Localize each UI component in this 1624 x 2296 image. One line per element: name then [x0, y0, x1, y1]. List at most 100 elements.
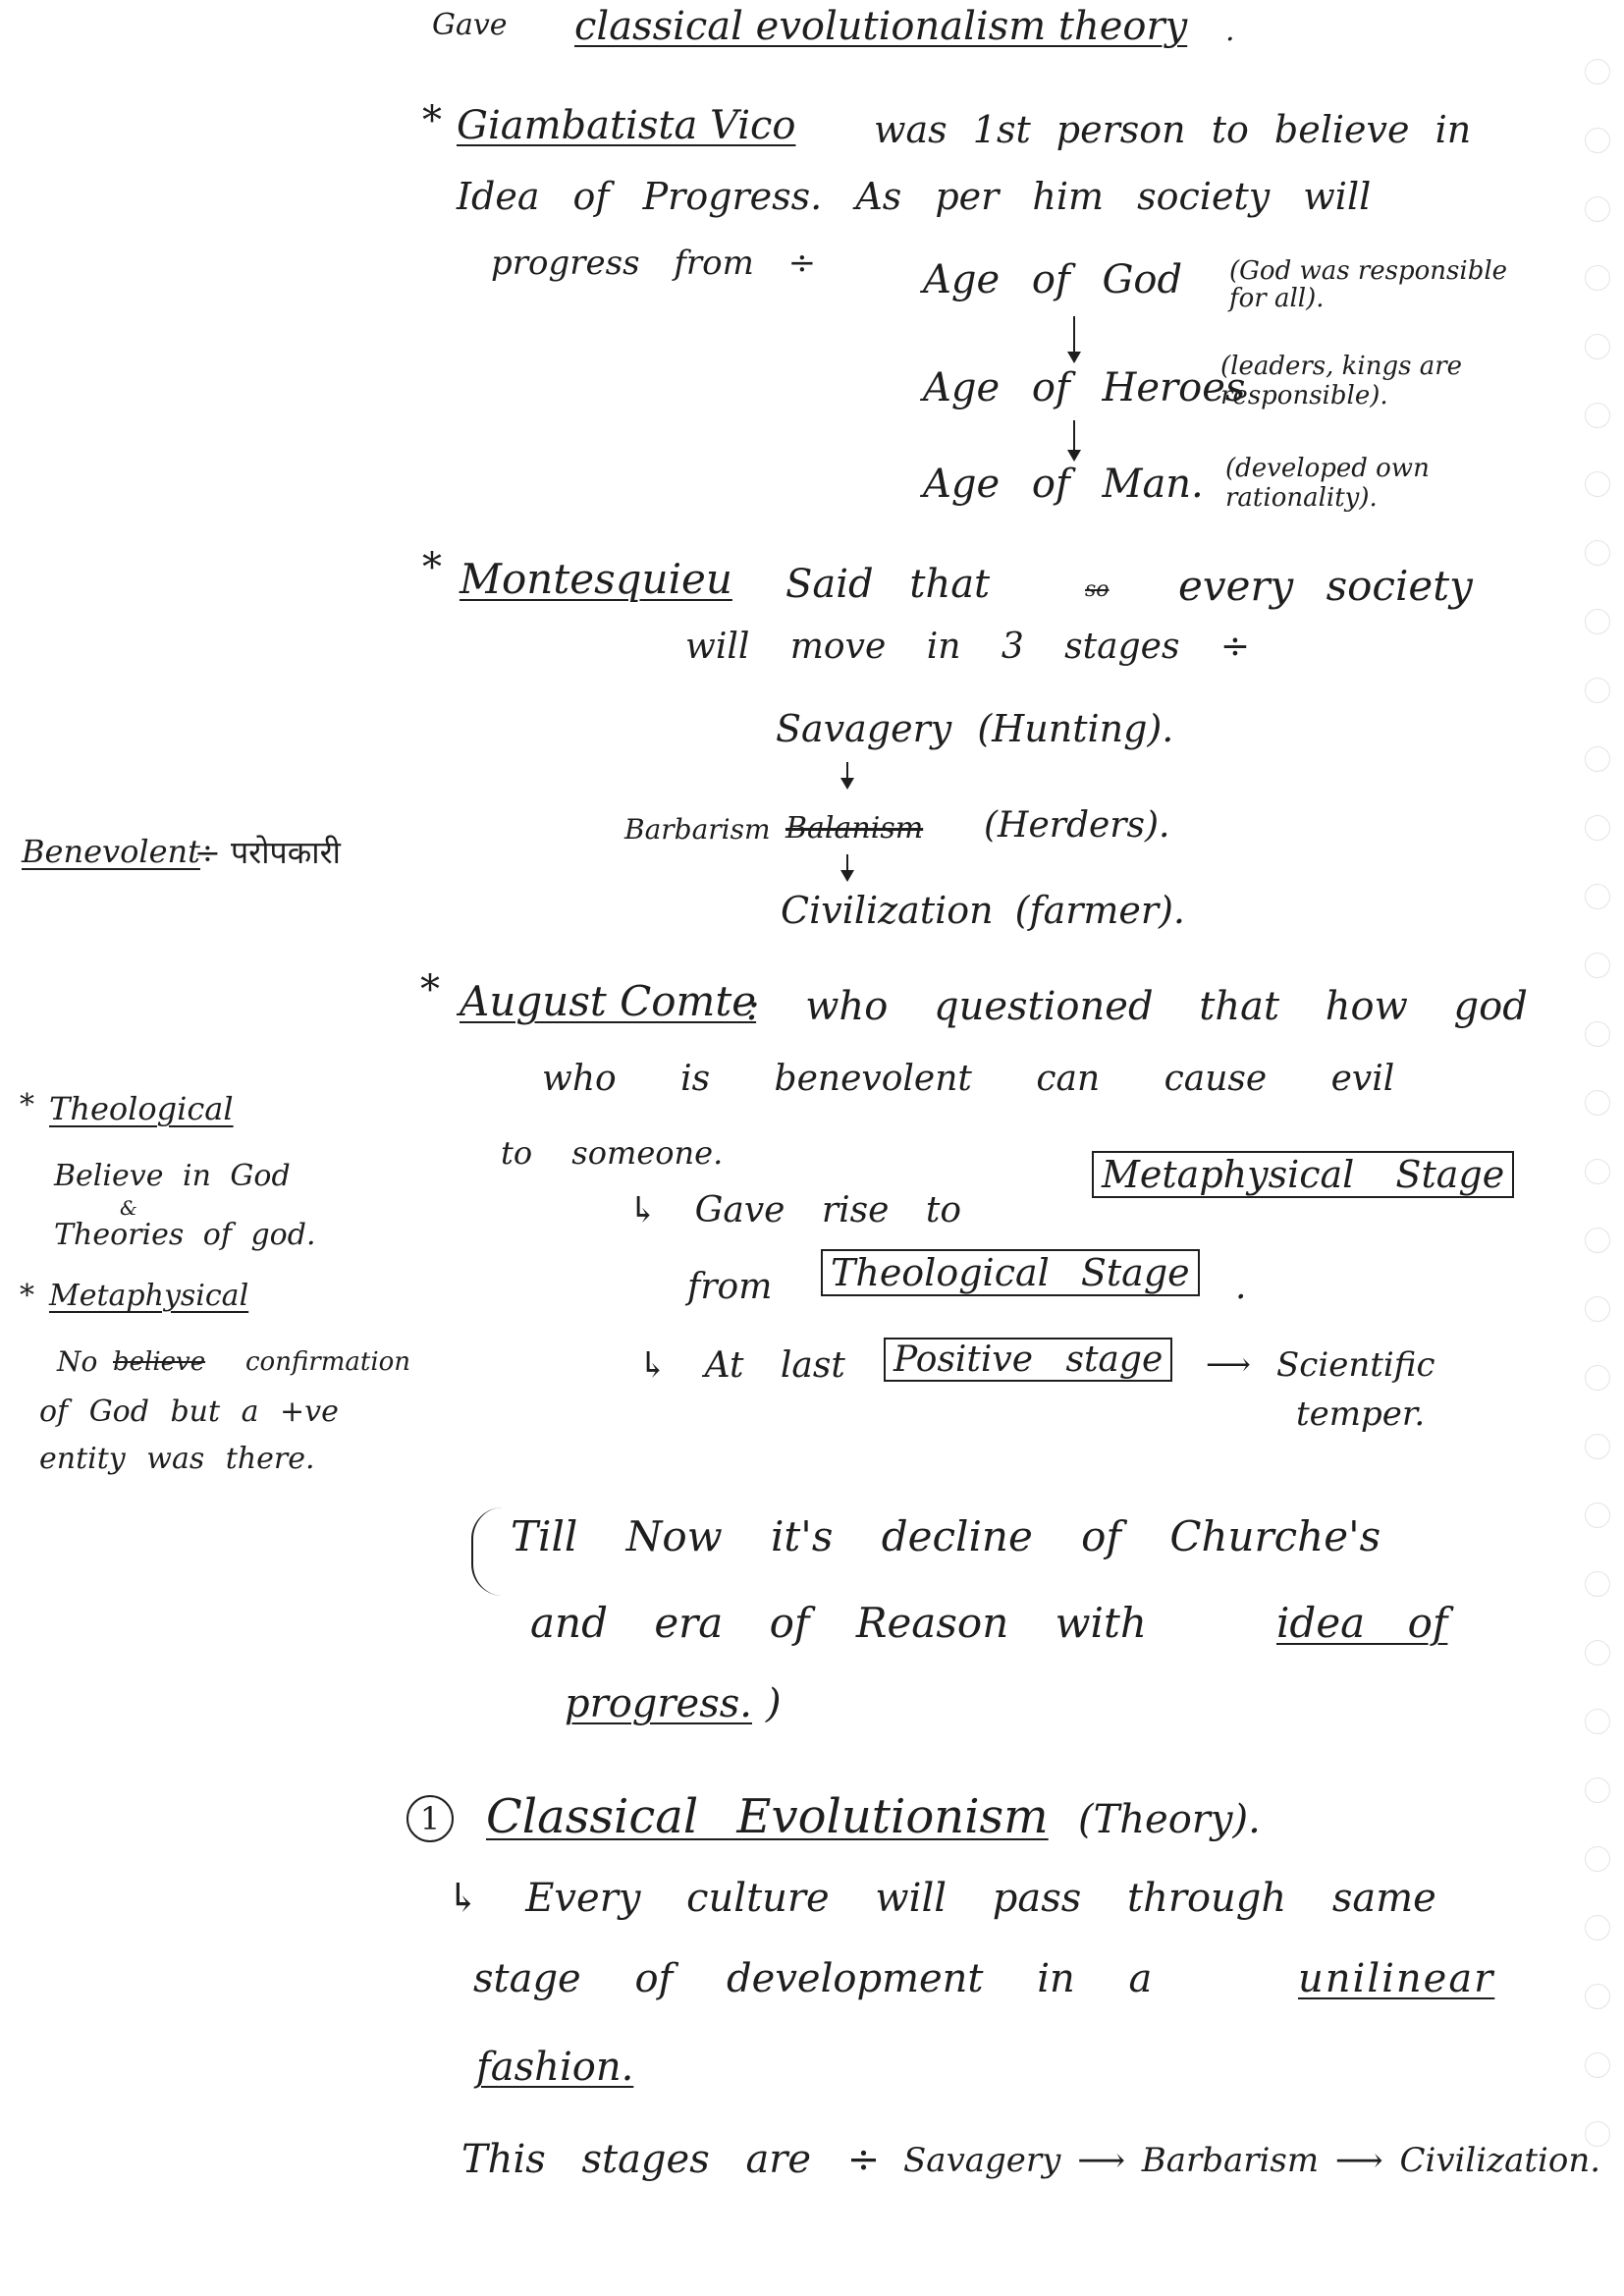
comte-line-2: who is benevolent can cause evil	[542, 1059, 1395, 1099]
bullet-star: *	[20, 1088, 34, 1122]
stage-savagery: Savagery (Hunting).	[776, 707, 1174, 750]
binder-hole	[1585, 196, 1610, 222]
age-of-god: Age of God	[923, 257, 1183, 302]
theological-stage-box: Theological Stage	[821, 1249, 1200, 1296]
binder-hole	[1585, 609, 1610, 634]
stage-civilization: Civilization (farmer).	[781, 889, 1185, 932]
bullet-star: *	[20, 1279, 34, 1313]
bullet-star: *	[420, 967, 440, 1012]
section-line-3: fashion.	[476, 2045, 634, 2090]
open-bracket	[471, 1507, 503, 1596]
arrow-down-icon	[840, 762, 854, 790]
margin-theories: Theories of god.	[54, 1218, 316, 1252]
section-line-1: ↳ Every culture will pass through same	[447, 1876, 1436, 1921]
binder-hole	[1585, 2121, 1610, 2147]
comte-line-1: : who questioned that how god	[746, 984, 1528, 1029]
section-number: 1	[406, 1795, 454, 1842]
margin-metaphysical: Metaphysical	[49, 1279, 249, 1313]
stage-barbarism-note: (Herders).	[984, 805, 1170, 846]
margin-benevolent: Benevolent	[22, 833, 200, 870]
binder-hole	[1585, 1365, 1610, 1391]
arrow-right-icon: ⟶	[1206, 1345, 1251, 1383]
age-of-god-note: (God was responsible for all).	[1229, 256, 1508, 313]
binder-hole	[1585, 1640, 1610, 1666]
stages-sequence: Savagery ⟶ Barbarism ⟶ Civilization.	[903, 2141, 1601, 2180]
comte-gave-rise: ↳ Gave rise to	[628, 1190, 961, 1230]
montesquieu-society: every society	[1178, 562, 1473, 610]
section-theory: (Theory).	[1078, 1797, 1261, 1842]
margin-confirmation: confirmation	[245, 1347, 411, 1377]
note-line-2: and era of Reason with	[530, 1599, 1147, 1647]
vico-line-3: progress from ÷	[491, 244, 817, 283]
binder-hole	[1585, 1571, 1610, 1597]
struck-word: so	[1085, 577, 1110, 602]
binder-hole	[1585, 265, 1610, 291]
comte-name: August Comte	[460, 977, 757, 1025]
margin-ampersand: &	[120, 1196, 137, 1220]
binder-hole	[1585, 1159, 1610, 1184]
arrow-down-icon	[1067, 316, 1081, 363]
age-of-heroes-note: (leaders, kings are responsible).	[1220, 352, 1463, 410]
section-line-2: stage of development in a	[473, 1956, 1153, 2001]
stage-barbarism: Barbarism	[624, 813, 771, 846]
binder-hole	[1585, 1503, 1610, 1528]
page-heading: classical evolutionalism theory	[574, 4, 1188, 49]
positive-stage-box: Positive stage	[884, 1338, 1173, 1382]
bullet-star: *	[422, 545, 442, 590]
binder-hole	[1585, 540, 1610, 566]
unilinear-word: unilinear	[1298, 1956, 1495, 2001]
binder-hole	[1585, 471, 1610, 497]
comte-at-last: ↳ At last	[638, 1345, 845, 1386]
close-paren: )	[766, 1681, 782, 1726]
margin-benevolent-hindi: ÷ परोपकारी	[194, 834, 341, 871]
binder-hole	[1585, 128, 1610, 153]
age-of-man: Age of Man.	[923, 462, 1204, 507]
binder-hole	[1585, 1228, 1610, 1253]
note-line-3: progress.	[565, 1681, 752, 1726]
age-of-heroes: Age of Heroes	[923, 365, 1246, 410]
binder-hole	[1585, 1709, 1610, 1734]
binder-hole	[1585, 1915, 1610, 1941]
binder-hole	[1585, 1090, 1610, 1116]
margin-no: No	[57, 1345, 98, 1378]
struck-word: Balanism	[785, 811, 924, 846]
montesquieu-line-2: will move in 3 stages ÷	[685, 627, 1251, 667]
binder-hole	[1585, 1846, 1610, 1872]
note-line-1: Till Now it's decline of Churche's	[511, 1512, 1381, 1560]
heading-dot: .	[1225, 14, 1235, 48]
binder-hole	[1585, 815, 1610, 841]
binder-hole	[1585, 884, 1610, 909]
metaphysical-stage-box: Metaphysical Stage	[1092, 1151, 1515, 1198]
binder-hole	[1585, 334, 1610, 359]
age-of-man-note: (developed own rationality).	[1225, 454, 1430, 513]
struck-word: believe	[113, 1347, 206, 1377]
section-title: Classical Evolutionism	[486, 1789, 1049, 1844]
binder-hole	[1585, 1021, 1610, 1047]
montesquieu-name: Montesquieu	[460, 555, 732, 603]
from-dot: .	[1235, 1267, 1247, 1307]
binder-hole	[1585, 1777, 1610, 1803]
stages-label: This stages are ÷	[461, 2137, 881, 2182]
arrow-down-icon	[1067, 420, 1081, 462]
binder-hole	[1585, 1296, 1610, 1322]
montesquieu-said: Said that	[785, 562, 991, 607]
temper-label: temper.	[1296, 1394, 1426, 1434]
binder-hole	[1585, 953, 1610, 978]
scientific-label: Scientific	[1276, 1345, 1435, 1385]
binder-hole	[1585, 1434, 1610, 1459]
arrow-down-icon	[840, 854, 854, 882]
bullet-star: *	[422, 98, 442, 143]
margin-theological: Theological	[49, 1090, 234, 1127]
margin-entity: entity was there.	[39, 1442, 315, 1476]
binder-hole	[1585, 2052, 1610, 2078]
binder-holes	[1575, 59, 1614, 2219]
comte-line-3: to someone.	[501, 1134, 724, 1172]
comte-from: from	[687, 1267, 773, 1307]
vico-name: Giambatista Vico	[457, 103, 796, 148]
binder-hole	[1585, 678, 1610, 703]
gave-word: Gave	[432, 8, 508, 42]
vico-line-2: Idea of Progress. As per him society wil…	[457, 175, 1372, 218]
margin-believe-god: Believe in God	[54, 1159, 291, 1193]
binder-hole	[1585, 746, 1610, 772]
